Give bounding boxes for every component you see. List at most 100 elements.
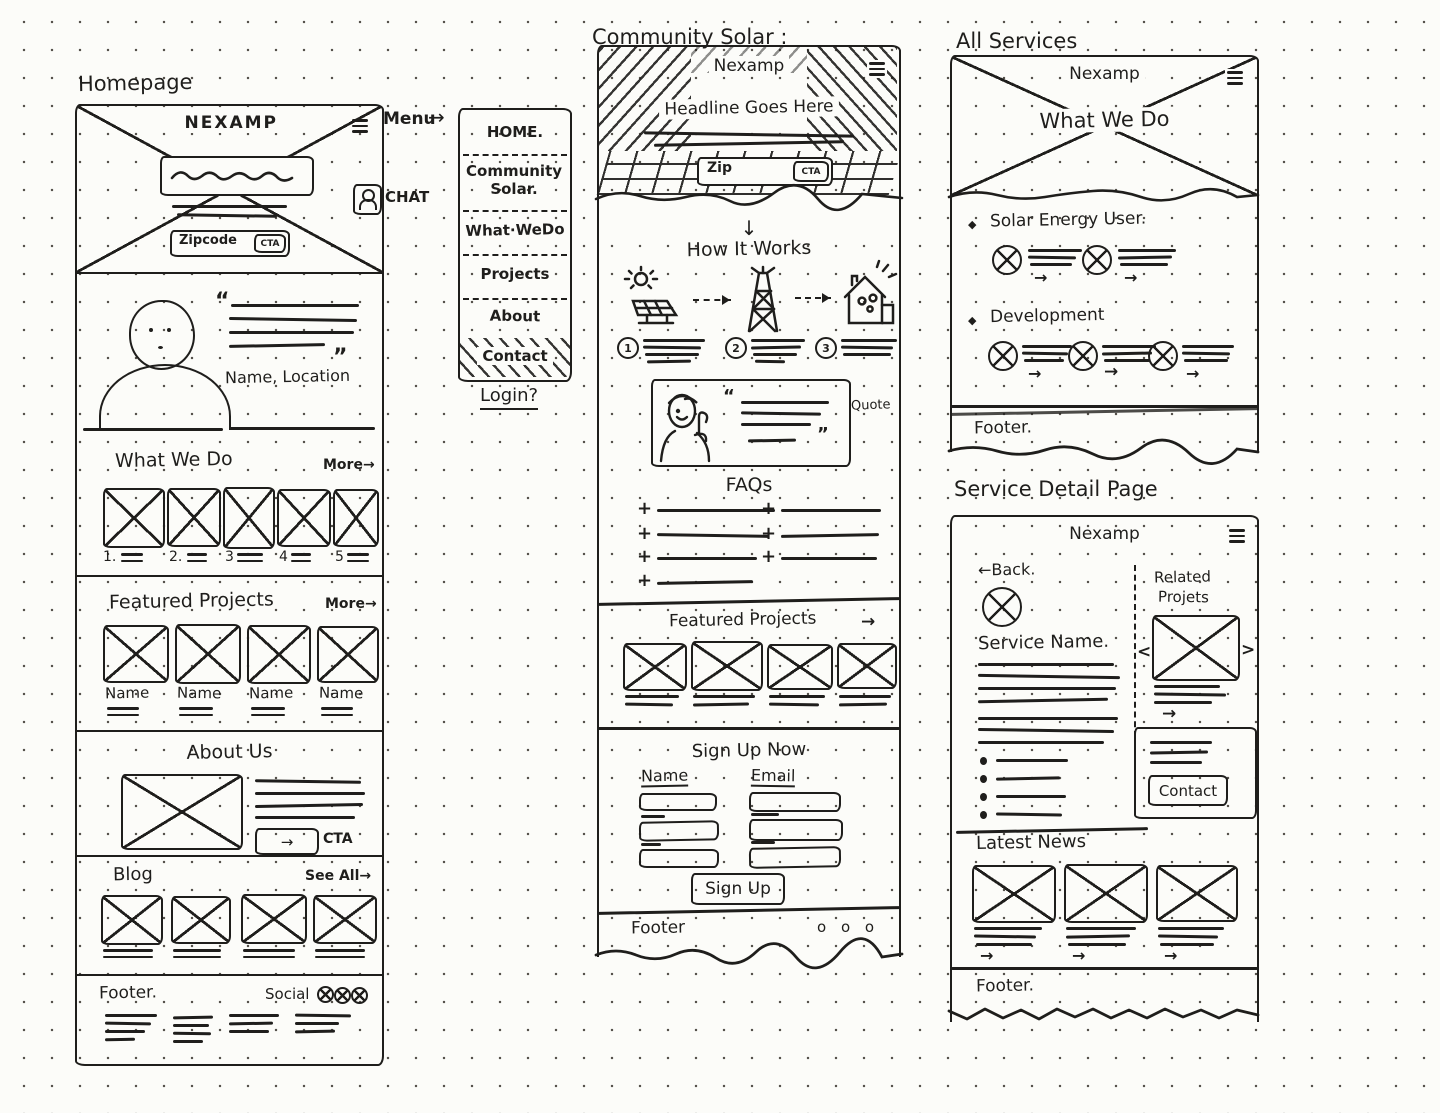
quote-annotation: Quote — [850, 397, 891, 414]
zipcode-cta-button[interactable]: CTA — [254, 234, 286, 253]
form-input[interactable] — [639, 849, 719, 868]
cs-featured-projects-arrow[interactable]: → — [861, 612, 876, 632]
menu-item-about[interactable]: About — [489, 306, 541, 326]
blog-thumb[interactable] — [313, 895, 377, 944]
faq-expand-icon[interactable]: + — [637, 546, 653, 567]
hamburger-menu-icon[interactable] — [867, 60, 887, 78]
form-input[interactable] — [749, 819, 843, 841]
blog-thumb[interactable] — [241, 894, 307, 944]
faq-expand-icon[interactable]: + — [761, 498, 777, 519]
service-icon[interactable] — [1082, 245, 1112, 275]
zip-input[interactable]: Zip CTA — [697, 157, 833, 186]
news-thumb[interactable] — [972, 865, 1056, 923]
news-more-arrow[interactable]: → — [980, 946, 994, 965]
news-more-arrow[interactable]: → — [1164, 946, 1178, 965]
project-thumb[interactable] — [175, 624, 241, 684]
social-icon[interactable] — [334, 987, 351, 1004]
hamburger-menu-icon[interactable] — [1229, 529, 1245, 543]
solar-energy-user-title: Solar Energy User. — [989, 208, 1147, 232]
detail-logo[interactable]: Nexamp — [1069, 524, 1140, 544]
what-we-do-thumb[interactable] — [103, 488, 165, 548]
back-link[interactable]: ←Back. — [977, 559, 1036, 580]
community-logo[interactable]: Nexamp — [599, 56, 899, 76]
homepage-logo[interactable]: NEXAMP — [179, 114, 280, 133]
related-project-thumb[interactable] — [1152, 615, 1240, 681]
news-thumb[interactable] — [1064, 864, 1148, 923]
services-hero-title: What We Do — [952, 106, 1257, 135]
carousel-prev-arrow[interactable]: < — [1137, 642, 1152, 662]
what-we-do-thumb[interactable] — [223, 487, 275, 549]
cs-project-thumb[interactable] — [767, 644, 833, 690]
service-icon[interactable] — [1148, 341, 1178, 371]
hamburger-menu-icon[interactable] — [1225, 69, 1245, 87]
blog-thumb[interactable] — [171, 896, 231, 944]
about-cta-button[interactable]: → — [255, 828, 319, 855]
chat-button[interactable] — [353, 184, 382, 215]
solar-panel-sun-icon — [623, 265, 679, 325]
what-we-do-thumb[interactable] — [277, 489, 331, 547]
services-logo[interactable]: Nexamp — [952, 64, 1257, 84]
service-more-arrow[interactable]: → — [1104, 362, 1119, 382]
step-arrow-icon — [693, 294, 731, 305]
faq-expand-icon[interactable]: + — [761, 546, 777, 567]
contact-widget: Contact — [1134, 727, 1257, 819]
contact-button[interactable]: Contact — [1148, 775, 1228, 806]
related-more-arrow[interactable]: → — [1162, 704, 1177, 724]
menu-item-projects[interactable]: Projects — [480, 265, 550, 283]
thumb-number: 1. — [103, 549, 117, 565]
name-input[interactable] — [639, 793, 717, 811]
login-link[interactable]: Login? — [480, 386, 539, 410]
what-we-do-section: What We Do More→ 1. 2. 3 4 5 — [77, 432, 382, 577]
project-thumb[interactable] — [247, 625, 311, 684]
cs-footer-social-icons[interactable]: o o o — [817, 918, 880, 936]
news-more-arrow[interactable]: → — [1072, 946, 1086, 965]
email-input[interactable] — [749, 792, 841, 812]
what-we-do-more-link[interactable]: More→ — [323, 457, 375, 473]
faq-expand-icon[interactable]: + — [637, 498, 653, 519]
service-more-arrow[interactable]: → — [1034, 268, 1048, 287]
service-more-arrow[interactable]: → — [1124, 268, 1138, 287]
menu-item-what-we-do[interactable]: What·WeDo — [465, 220, 565, 240]
menu-item-contact[interactable]: Contact — [460, 347, 570, 365]
testimonial-section: “ ” Name, Location — [77, 272, 382, 432]
cs-project-thumb[interactable] — [623, 643, 687, 691]
faq-expand-icon[interactable]: + — [761, 523, 777, 544]
blog-thumb[interactable] — [101, 895, 163, 945]
featured-projects-title: Featured Projects — [108, 588, 274, 614]
form-input[interactable] — [748, 846, 842, 869]
faq-expand-icon[interactable]: + — [637, 570, 653, 591]
carousel-next-arrow[interactable]: > — [1241, 640, 1256, 660]
signup-email-label: Email — [750, 765, 796, 787]
faq-expand-icon[interactable]: + — [637, 523, 653, 544]
cs-project-thumb[interactable] — [691, 641, 763, 691]
project-thumb[interactable] — [317, 626, 379, 683]
service-more-arrow[interactable]: → — [1028, 364, 1042, 383]
what-we-do-thumb[interactable] — [167, 488, 221, 547]
blog-see-all-link[interactable]: See All→ — [305, 868, 372, 884]
zipcode-input[interactable]: Zipcode CTA — [170, 230, 290, 257]
wavy-divider — [947, 187, 1260, 202]
project-thumb[interactable] — [103, 625, 169, 683]
featured-projects-more-link[interactable]: More→ — [325, 596, 377, 612]
news-thumb[interactable] — [1156, 865, 1238, 922]
thumb-number: 3 — [225, 549, 234, 565]
zip-cta-button[interactable]: CTA — [793, 161, 829, 182]
menu-item-home[interactable]: HOME. — [486, 123, 544, 141]
social-icon[interactable] — [351, 987, 368, 1004]
social-icon[interactable] — [317, 986, 334, 1003]
form-input[interactable] — [638, 820, 720, 842]
menu-item-community-solar[interactable]: Community Solar. — [466, 162, 563, 198]
quote-close-mark: ” — [817, 424, 829, 445]
service-more-arrow[interactable]: → — [1186, 364, 1200, 383]
what-we-do-title: What We Do — [114, 447, 233, 473]
quote-block: “ ” — [651, 379, 851, 467]
column-divider — [1134, 565, 1136, 737]
hamburger-menu-icon[interactable] — [352, 119, 368, 133]
sign-up-button[interactable]: Sign Up — [691, 873, 785, 905]
what-we-do-thumb[interactable] — [333, 489, 379, 547]
cs-project-thumb[interactable] — [837, 643, 897, 689]
service-icon[interactable] — [992, 245, 1022, 275]
service-icon[interactable] — [1068, 341, 1098, 371]
service-icon[interactable] — [988, 341, 1018, 371]
all-services-page-label: All Services — [956, 29, 1078, 53]
